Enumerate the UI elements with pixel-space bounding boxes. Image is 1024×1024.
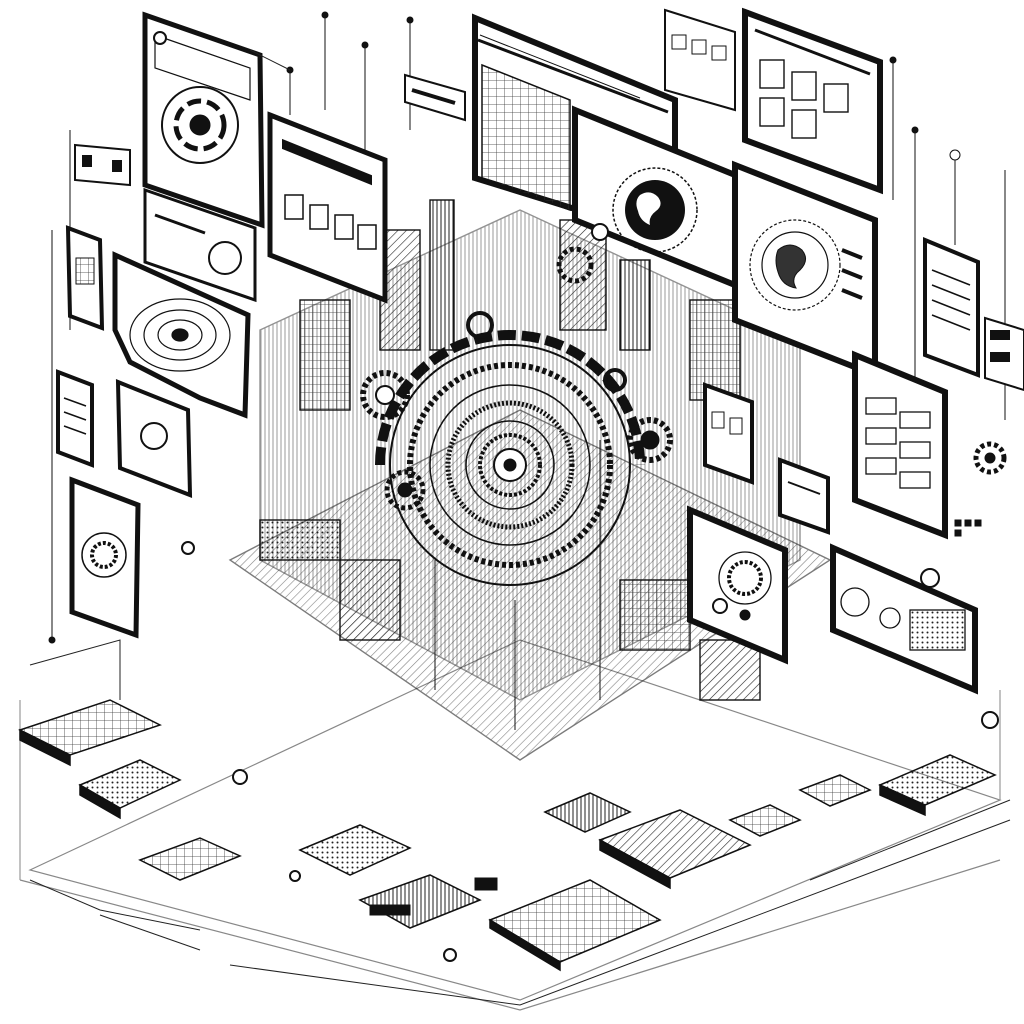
scattered-widgets [181,519,999,962]
leader-lines [29,49,1011,1006]
globe-icon [612,167,698,253]
small-window-mid[interactable] [703,382,754,485]
mini-window-b[interactable] [404,73,466,122]
side-window-b[interactable] [65,225,105,331]
side-window-c[interactable] [56,369,94,468]
small-window-mid-b[interactable] [778,457,830,535]
radial-core [375,330,645,586]
table-window-right[interactable] [852,350,948,540]
globe-icon [749,219,841,311]
floor-chips [18,699,997,972]
play-button-icon [712,551,772,621]
radial-dial-window[interactable] [142,11,265,229]
side-window-d[interactable] [115,379,193,498]
gallery-window-lower[interactable] [830,543,978,695]
ground-plane [19,639,1002,1011]
gear-icon [360,246,1007,511]
antenna-lines [48,11,1006,730]
player-window-lower[interactable] [687,505,788,665]
header-strip[interactable] [74,143,131,187]
world-map-window[interactable] [732,160,878,380]
dashboard-window[interactable] [742,7,883,195]
mini-window-a[interactable] [664,8,736,112]
circuit-board-icon [18,699,182,820]
target-icon [161,86,239,164]
topography-window[interactable] [112,251,251,419]
media-player-window[interactable] [69,476,141,639]
card-list-window[interactable] [267,111,388,304]
central-machine [228,199,832,761]
right-edge-tabs[interactable] [984,316,1024,392]
list-window-right[interactable] [923,237,980,378]
side-window-a[interactable] [143,187,257,303]
